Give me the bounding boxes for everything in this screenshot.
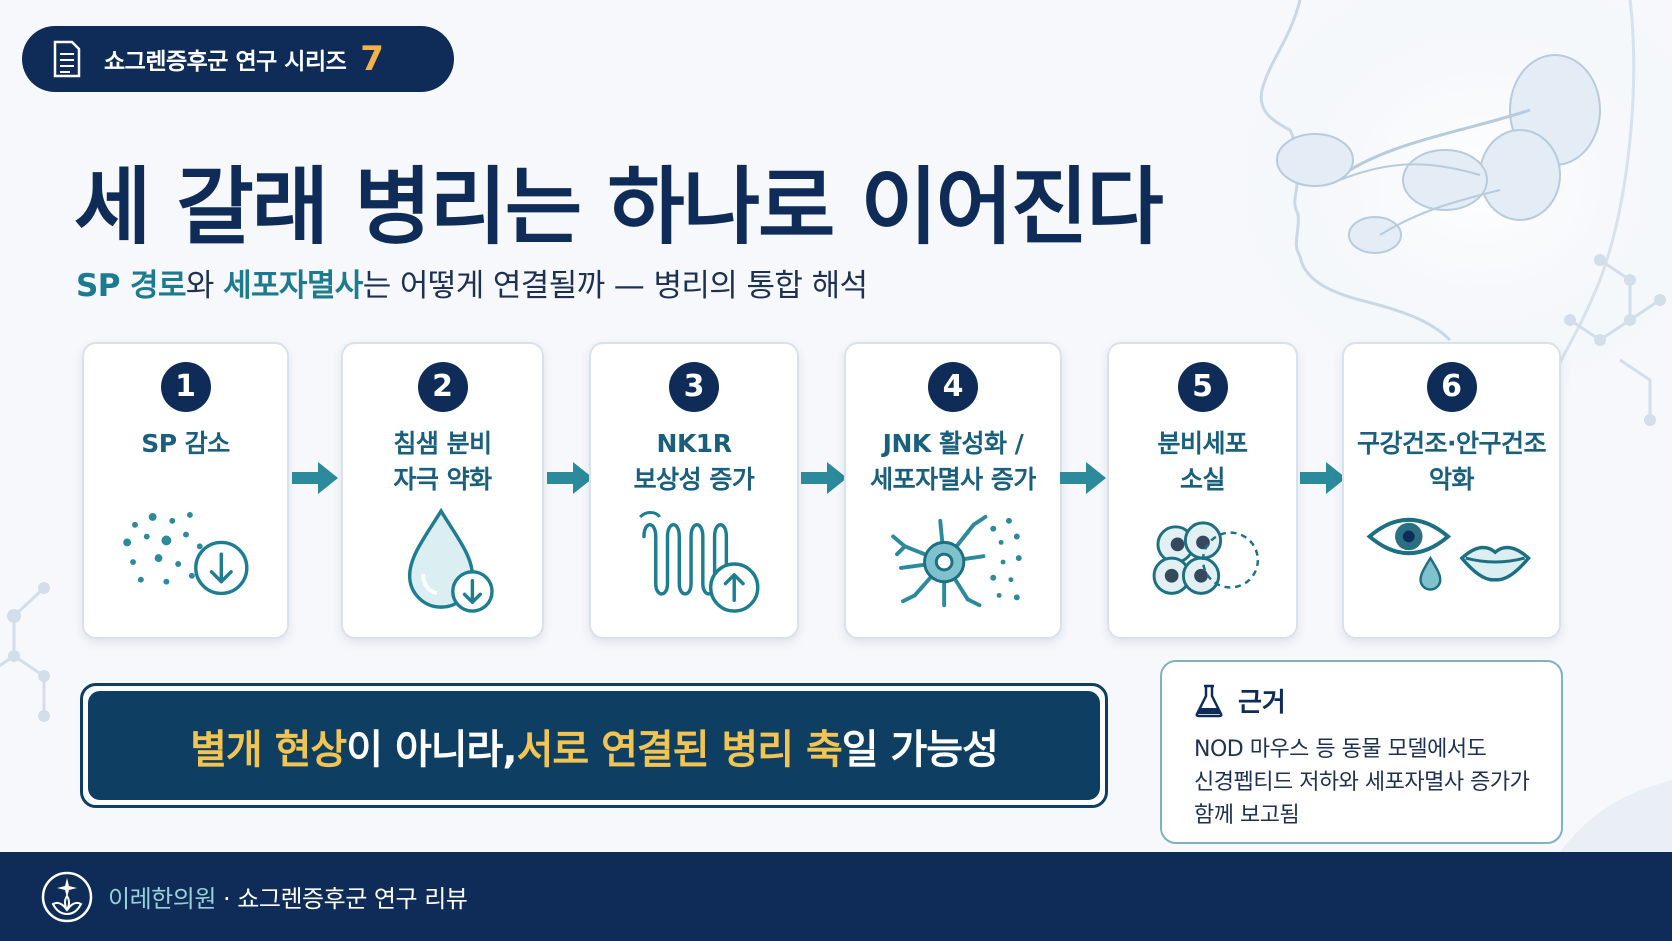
step-label: 분비세포 소실 <box>1157 429 1248 494</box>
neuron-icon <box>891 514 1022 608</box>
arrow-right-icon <box>1060 462 1106 494</box>
step-label: 구강건조·안구건조 악화 <box>1357 429 1547 494</box>
footer-text: 이레한의원 · 쇼그렌증후군 연구 리뷰 <box>108 879 468 914</box>
lips-icon <box>1459 545 1531 582</box>
step-card-1: 1 SP 감소 <box>82 342 289 639</box>
step-card-3: 3 NK1R 보상성 증가 <box>589 342 799 639</box>
subtitle-highlight-sp: SP 경로 <box>76 268 186 304</box>
step-number: 5 <box>1177 362 1228 412</box>
footer-brand: 이레한의원 <box>108 885 216 913</box>
evidence-body: NOD 마우스 등 동물 모델에서도 신경펩티드 저하와 세포자멸사 증가가 함… <box>1194 737 1530 828</box>
arrow-right-icon <box>801 462 847 494</box>
page-subtitle: SP 경로와 세포자멸사는 어떻게 연결될까 — 병리의 통합 해석 <box>76 260 868 305</box>
evidence-title: 근거 <box>1238 688 1286 718</box>
clinic-logo-icon <box>41 871 93 922</box>
series-number: 7 <box>360 39 384 79</box>
step-label: NK1R 보상성 증가 <box>633 429 755 494</box>
subtitle-text: 와 <box>185 268 224 304</box>
banner-highlight-2: 서로 연결된 병리 축 <box>516 726 843 773</box>
flask-icon <box>1195 684 1223 717</box>
step-number: 1 <box>160 362 211 412</box>
footer: 이레한의원 · 쇼그렌증후군 연구 리뷰 <box>0 852 1672 941</box>
subtitle-highlight-apoptosis: 세포자멸사 <box>223 268 363 304</box>
step-number: 4 <box>928 362 978 412</box>
step-label: 침샘 분비 자극 약화 <box>393 429 492 494</box>
series-badge: 쇼그렌증후군 연구 시리즈 7 <box>22 26 454 92</box>
particles-decrease-icon <box>123 512 249 596</box>
droplet-decrease-icon <box>407 507 494 613</box>
step-number: 3 <box>669 362 719 412</box>
arrow-right-icon <box>1300 462 1346 494</box>
step-label: SP 감소 <box>141 429 230 458</box>
step-number: 6 <box>1426 362 1477 412</box>
arrow-right-icon <box>547 462 593 494</box>
step-label: JNK 활성화 / 세포자멸사 증가 <box>870 429 1036 494</box>
step-card-5: 5 분비세포 소실 <box>1107 342 1298 639</box>
evidence-box: 근거 NOD 마우스 등 동물 모델에서도 신경펩티드 저하와 세포자멸사 증가… <box>1160 660 1563 844</box>
banner-highlight-1: 별개 현상 <box>190 726 347 773</box>
step-card-4: 4 JNK 활성화 / 세포자멸사 증가 <box>844 342 1062 639</box>
step-card-6: 6 구강건조·안구건조 악화 <box>1342 342 1561 639</box>
step-number: 2 <box>417 362 468 412</box>
arrow-right-icon <box>292 462 338 494</box>
cell-loss-icon <box>1152 521 1260 595</box>
salivary-gland-icon <box>1276 54 1601 254</box>
eye-tear-icon <box>1366 517 1531 591</box>
banner-text-1: 이 아니라, <box>346 726 517 773</box>
footer-caption: · 쇼그렌증후군 연구 리뷰 <box>215 885 468 913</box>
series-badge-label: 쇼그렌증후군 연구 시리즈 <box>104 49 347 75</box>
receptor-increase-icon <box>639 511 760 613</box>
document-icon <box>53 40 81 78</box>
step-card-2: 2 침샘 분비 자극 약화 <box>341 342 544 639</box>
evidence-header: 근거 <box>1194 682 1561 719</box>
page-title: 세 갈래 병리는 하나로 이어진다 <box>74 158 1164 256</box>
subtitle-text-rest: 는 어떻게 연결될까 — 병리의 통합 해석 <box>362 268 868 304</box>
banner-text-2: 일 가능성 <box>841 726 999 773</box>
